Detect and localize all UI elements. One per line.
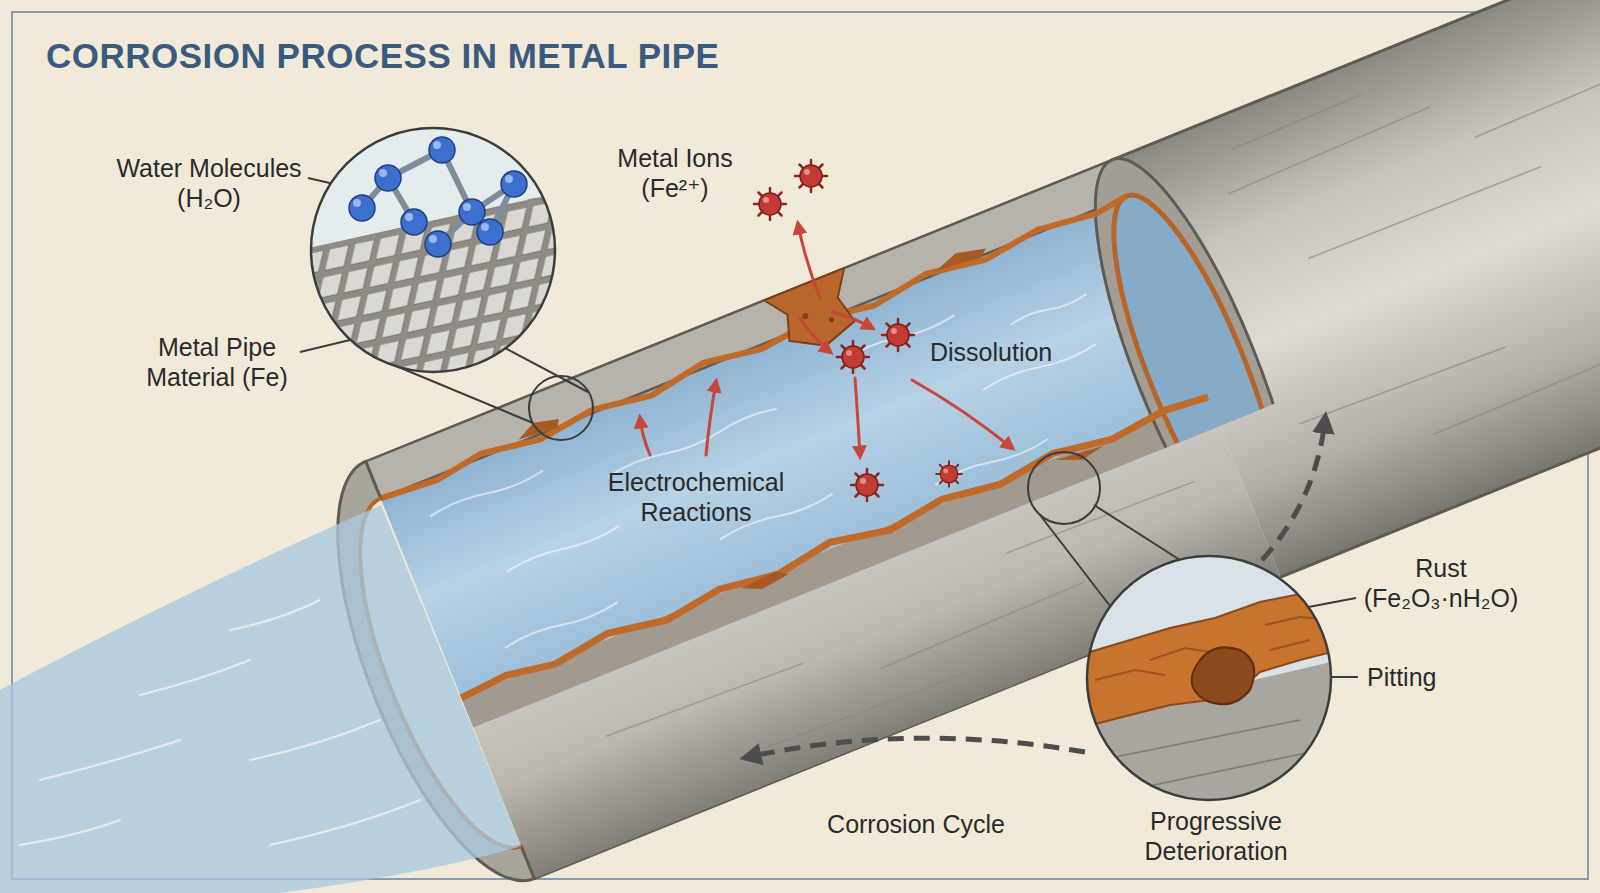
molecule-zoom <box>300 120 570 380</box>
pipe-part <box>801 312 809 320</box>
rust-zoom-part-part <box>1080 550 1340 810</box>
pipe-part-part <box>1308 165 1541 261</box>
reaction-label: Electrochemical Reactions <box>594 467 799 527</box>
pipe-part <box>1056 137 1307 465</box>
metal-ions-part <box>754 188 786 220</box>
molecule-zoom-part-part <box>300 120 570 380</box>
water-waves-part <box>250 720 380 760</box>
pipe-part-part <box>1231 95 1362 149</box>
rust-zoom-part-part-part <box>1095 670 1165 680</box>
pipe-part-part <box>606 658 803 742</box>
metal-label: Metal Pipe Material (Fe) <box>132 332 302 392</box>
molecule-zoom-part-part-part <box>429 235 437 243</box>
zoom-leaders-part <box>529 376 593 440</box>
molecule-zoom-part-part-part <box>425 231 451 257</box>
pipe-part-part <box>753 666 968 758</box>
pipe-part <box>515 228 1106 653</box>
molecule-zoom-part-part-part <box>505 175 513 183</box>
ion-label: Metal Ions (Fe²⁺) <box>600 143 750 203</box>
rust-zoom-part-part <box>1192 647 1255 704</box>
molecule-zoom-part-part <box>349 137 527 257</box>
molecule-zoom-part-part-part <box>477 219 503 245</box>
molecule-zoom-part-part-part <box>481 223 489 231</box>
molecule-zoom-part-part-part <box>349 195 375 221</box>
molecule-zoom-part-part-part <box>463 203 471 211</box>
molecule-zoom-part-part <box>362 150 514 244</box>
pitting-label: Pitting <box>1367 662 1436 692</box>
pipe-part-part <box>1082 178 1307 465</box>
molecule-zoom-part-part-part <box>433 141 441 149</box>
pipe-part-part <box>505 600 619 651</box>
pipe-part-part <box>935 437 1049 488</box>
pipe-part-part <box>1432 318 1600 434</box>
reaction-arrows-part <box>855 378 860 456</box>
zoom-leaders-part <box>1040 515 1110 606</box>
water-waves-part <box>230 600 320 630</box>
molecule-zoom-part-part <box>300 190 570 380</box>
zoom-leaders-part <box>300 340 350 352</box>
water-stream <box>0 505 521 893</box>
zoom-leaders-part <box>1094 505 1180 560</box>
molecule-zoom-part-part-part <box>405 213 413 221</box>
molecule-zoom-part <box>300 120 570 380</box>
molecule-label: Water Molecules (H₂O) <box>102 153 317 213</box>
molecule-zoom-part-part-part <box>459 199 485 225</box>
rust-label: Rust (Fe₂O₃·nH₂O) <box>1354 553 1529 613</box>
metal-ions-part <box>837 341 869 373</box>
metal-ions-part <box>882 319 914 351</box>
rust-zoom-part-part-part <box>1270 640 1310 650</box>
pipe-part-part <box>1056 137 1307 465</box>
molecule-zoom-part-part-part <box>501 171 527 197</box>
pipe-part <box>828 316 835 323</box>
pipe-part-part <box>879 582 1084 668</box>
rust-zoom-part-part-part <box>1130 750 1320 790</box>
rust-zoom <box>1080 550 1340 810</box>
rust-zoom-part-part <box>1100 720 1320 790</box>
molecule-zoom-part <box>311 128 555 372</box>
metal-ions-part <box>936 461 962 487</box>
water-waves-part <box>20 820 120 845</box>
pipe-part-part <box>1011 292 1087 327</box>
deterioration-label: Progressive Deterioration <box>1121 806 1311 866</box>
rust-zoom-part <box>1087 556 1331 800</box>
reaction-arrows-part <box>912 380 1012 448</box>
cycle-label: Corrosion Cycle <box>827 809 1005 839</box>
rust-zoom-part <box>1080 550 1340 810</box>
molecule-zoom-part-part-part <box>353 199 361 207</box>
cycle-arrows-part <box>1262 420 1325 560</box>
diagram-title: CORROSION PROCESS IN METAL PIPE <box>46 36 719 76</box>
reaction-arrows-part <box>832 312 872 328</box>
reaction-arrows-part <box>706 382 716 455</box>
molecule-zoom-part-part-part <box>401 209 427 235</box>
metal-ions-part <box>851 469 883 501</box>
pipe-part-part <box>1226 107 1432 194</box>
zoom-leaders-part <box>505 348 588 392</box>
pipe <box>292 0 1600 893</box>
process-label: Dissolution <box>930 337 1052 367</box>
cycle-arrows <box>748 420 1325 757</box>
pipe-part-part <box>506 524 620 575</box>
pipe-part-part <box>1300 341 1506 429</box>
water-waves-part <box>40 740 180 780</box>
water-waves <box>20 600 420 845</box>
pipe-part-part <box>1474 40 1600 137</box>
reaction-arrows-part <box>800 318 830 352</box>
metal-ions <box>754 160 962 501</box>
molecule-zoom-part-part-part <box>375 165 401 191</box>
molecule-zoom-part-part-part <box>379 169 387 177</box>
rust-zoom-part-part <box>1080 588 1340 728</box>
water-waves-part <box>140 660 250 695</box>
molecule-zoom-part-part <box>353 141 513 243</box>
reaction-arrows-part <box>798 224 820 298</box>
water-waves-part <box>270 800 420 845</box>
cycle-arrows-part <box>748 738 1085 757</box>
zoom-leaders-part <box>1028 452 1100 524</box>
rust-zoom-part-part-part <box>1100 720 1300 760</box>
molecule-zoom-part-part-part <box>429 137 455 163</box>
metal-ions-part <box>795 160 827 192</box>
reaction-arrows-part <box>640 418 650 455</box>
pipe-part <box>1112 0 1600 160</box>
